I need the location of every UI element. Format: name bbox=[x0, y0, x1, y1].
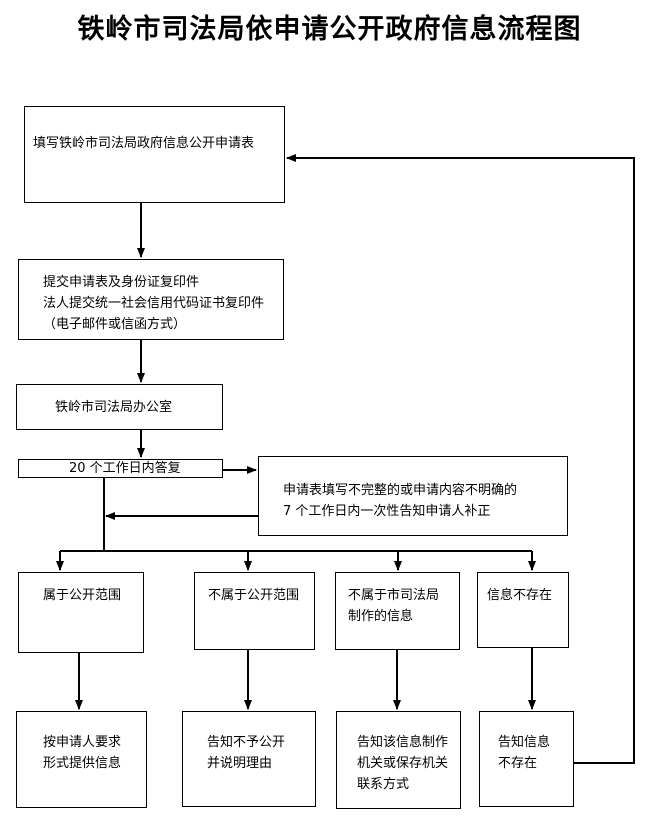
node-refuse-line-2: 并说明理由 bbox=[207, 756, 273, 771]
node-incomplete-line-1: 申请表填写不完整的或申请内容不明确的 bbox=[283, 483, 518, 498]
node-submit: 提交申请表及身份证复印件 法人提交统一社会信用代码证书复印件 （电子邮件或信函方… bbox=[18, 259, 284, 340]
node-refuse-line-1: 告知不予公开 bbox=[207, 735, 286, 750]
node-provide-line-2: 形式提供信息 bbox=[43, 756, 122, 771]
node-not-made-line-2: 制作的信息 bbox=[348, 609, 414, 624]
node-not-made-line-1: 不属于市司法局 bbox=[348, 588, 440, 603]
node-contact: 告知该信息制作 机关或保存机关 联系方式 bbox=[336, 711, 461, 809]
node-notify-none-line-2: 不存在 bbox=[498, 756, 538, 771]
node-submit-line-2: 法人提交统一社会信用代码证书复印件 bbox=[43, 296, 265, 311]
node-notify-none-line-1: 告知信息 bbox=[498, 735, 551, 750]
node-not-made: 不属于市司法局 制作的信息 bbox=[335, 572, 460, 650]
node-refuse: 告知不予公开 并说明理由 bbox=[182, 711, 316, 807]
node-public: 属于公开范围 bbox=[18, 572, 144, 653]
node-submit-line-3: （电子邮件或信函方式） bbox=[43, 317, 187, 332]
node-not-public-line: 不属于公开范围 bbox=[208, 588, 300, 603]
node-incomplete-line-2: 7 个工作日内一次性告知申请人补正 bbox=[283, 504, 491, 519]
node-contact-line-1: 告知该信息制作 bbox=[357, 735, 449, 750]
node-not-public: 不属于公开范围 bbox=[194, 572, 315, 650]
node-not-exist: 信息不存在 bbox=[477, 572, 569, 648]
node-contact-line-2: 机关或保存机关 bbox=[357, 756, 449, 771]
node-provide: 按申请人要求 形式提供信息 bbox=[16, 711, 147, 808]
node-fill-form-line: 填写铁岭市司法局政府信息公开申请表 bbox=[33, 136, 255, 151]
node-contact-line-3: 联系方式 bbox=[357, 777, 410, 792]
node-notify-none: 告知信息 不存在 bbox=[479, 711, 574, 807]
node-reply: 20 个工作日内答复 bbox=[18, 459, 223, 478]
node-incomplete: 申请表填写不完整的或申请内容不明确的 7 个工作日内一次性告知申请人补正 bbox=[258, 456, 568, 536]
node-not-exist-line: 信息不存在 bbox=[487, 588, 553, 603]
node-public-line: 属于公开范围 bbox=[43, 588, 122, 603]
node-provide-line-1: 按申请人要求 bbox=[43, 735, 122, 750]
node-office-line: 铁岭市司法局办公室 bbox=[55, 400, 173, 415]
node-fill-form: 填写铁岭市司法局政府信息公开申请表 bbox=[24, 106, 285, 203]
node-office: 铁岭市司法局办公室 bbox=[16, 384, 223, 430]
page-title: 铁岭市司法局依申请公开政府信息流程图 bbox=[77, 14, 582, 45]
node-reply-line: 20 个工作日内答复 bbox=[69, 461, 181, 476]
arrow-loop-back bbox=[286, 154, 635, 764]
node-submit-line-1: 提交申请表及身份证复印件 bbox=[43, 275, 200, 290]
